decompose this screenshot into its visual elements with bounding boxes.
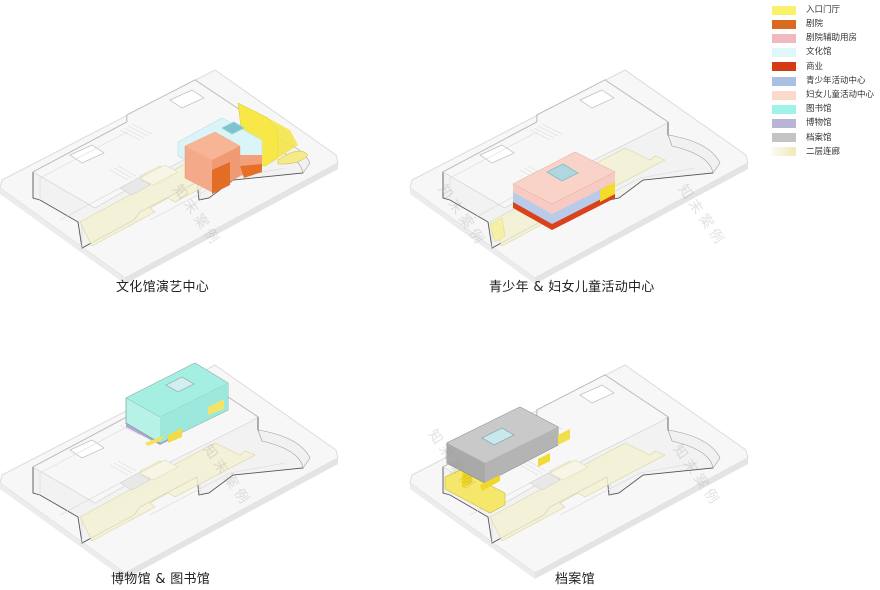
legend-item-cultural-center: 文化馆	[772, 46, 880, 60]
legend-label: 博物馆	[806, 118, 832, 129]
legend-item-theater-auxiliary: 剧院辅助用房	[772, 31, 880, 45]
panel-caption-cultural-performing-arts: 文化馆演艺中心	[116, 280, 210, 295]
legend-label: 商业	[806, 61, 824, 72]
panel-caption-archives: 档案馆	[555, 572, 595, 587]
legend-label: 妇女儿童活动中心	[806, 89, 875, 100]
legend-item-women-children-center: 妇女儿童活动中心	[772, 88, 880, 102]
panel-caption-youth-women-children: 青少年 & 妇女儿童活动中心	[489, 280, 655, 295]
diagram-panel-museum-library: 知末案例	[0, 355, 340, 580]
legend-label: 青少年活动中心	[806, 75, 866, 86]
legend-swatch	[772, 5, 796, 15]
legend-item-archives: 档案馆	[772, 131, 880, 145]
diagram-panel-youth-women-children: 知末案例 知末案例	[409, 60, 750, 285]
legend-swatch	[772, 33, 796, 43]
legend-swatch	[772, 133, 796, 143]
isometric-building-diagram	[0, 362, 339, 580]
isometric-building-diagram	[409, 364, 749, 580]
diagram-panel-archives: 知末案例 知末案例	[409, 355, 750, 580]
legend-swatch	[772, 19, 796, 29]
legend-label: 剧院	[806, 19, 824, 30]
legend-swatch	[772, 119, 796, 129]
legend-label: 档案馆	[806, 132, 832, 143]
legend-swatch	[772, 104, 796, 114]
panel-caption-museum-library: 博物馆 & 图书馆	[111, 572, 211, 587]
diagram-panel-cultural-performing-arts: 知末案例	[0, 60, 340, 285]
legend-label: 图书馆	[806, 104, 832, 115]
legend-label: 文化馆	[806, 47, 832, 58]
legend-item-entrance-hall: 入口门厅	[772, 3, 880, 17]
legend-item-museum: 博物馆	[772, 117, 880, 131]
legend-swatch	[772, 76, 796, 86]
legend-swatch	[772, 48, 796, 58]
legend-label: 二层连廊	[806, 146, 841, 157]
legend-item-commercial: 商业	[772, 60, 880, 74]
legend-item-theater: 剧院	[772, 17, 880, 31]
isometric-building-diagram	[0, 69, 339, 285]
legend-label: 剧院辅助用房	[806, 33, 858, 44]
legend-item-youth-center: 青少年活动中心	[772, 74, 880, 88]
legend-item-second-floor-corridor: 二层连廊	[772, 145, 880, 159]
legend-label: 入口门厅	[806, 4, 841, 15]
isometric-building-diagram	[409, 69, 749, 285]
legend-swatch	[772, 147, 796, 157]
legend: 入口门厅 剧院 剧院辅助用房 文化馆 商业 青少年活动中心 妇女儿童活动中心 图…	[772, 3, 880, 159]
legend-swatch	[772, 62, 796, 72]
legend-item-library: 图书馆	[772, 102, 880, 116]
legend-swatch	[772, 90, 796, 100]
